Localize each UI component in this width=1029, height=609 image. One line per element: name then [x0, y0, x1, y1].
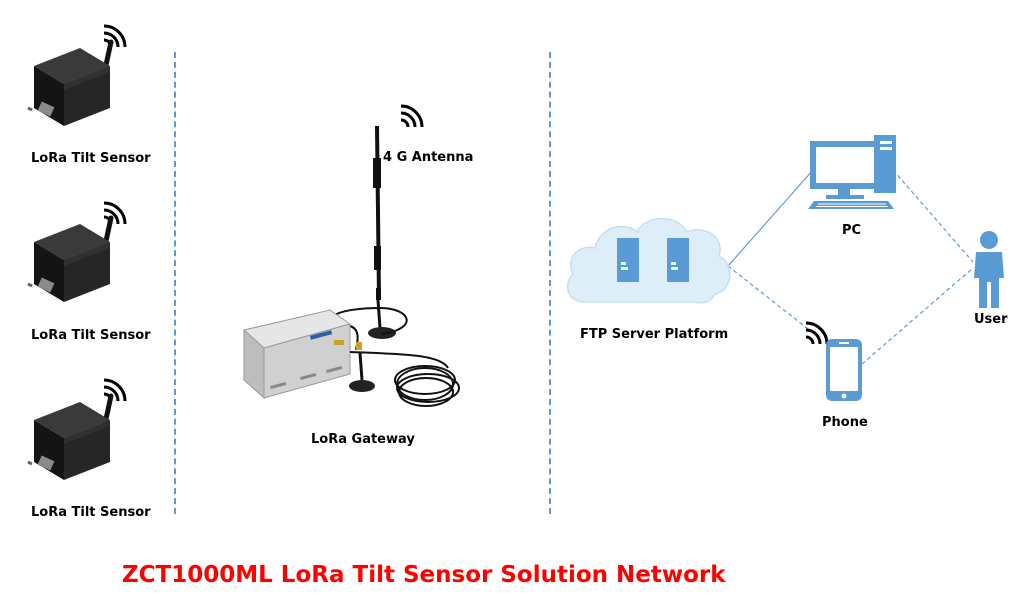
sensor-label: LoRa Tilt Sensor — [31, 505, 151, 520]
phone-user-link — [861, 267, 974, 365]
diagram-title: ZCT1000ML LoRa Tilt Sensor Solution Netw… — [122, 562, 726, 588]
pc-user-link — [892, 169, 974, 263]
lora-gateway-icon — [242, 125, 460, 407]
pc-icon — [808, 135, 896, 209]
divider-right — [549, 52, 551, 514]
pc-label: PC — [842, 223, 862, 238]
user-label: User — [974, 312, 1008, 327]
phone-icon — [826, 339, 862, 401]
sensor-label: LoRa Tilt Sensor — [31, 151, 151, 166]
user-icon — [974, 231, 1004, 308]
cloud-phone-link — [727, 265, 823, 341]
cloud-server-icon — [566, 217, 731, 304]
cloud-pc-link — [727, 169, 814, 267]
antenna-label: 4 G Antenna — [383, 150, 474, 165]
divider-left — [174, 52, 176, 514]
sensor-label: LoRa Tilt Sensor — [31, 328, 151, 343]
gateway-label: LoRa Gateway — [311, 432, 415, 447]
cloud-label: FTP Server Platform — [580, 327, 729, 342]
phone-label: Phone — [822, 415, 868, 430]
